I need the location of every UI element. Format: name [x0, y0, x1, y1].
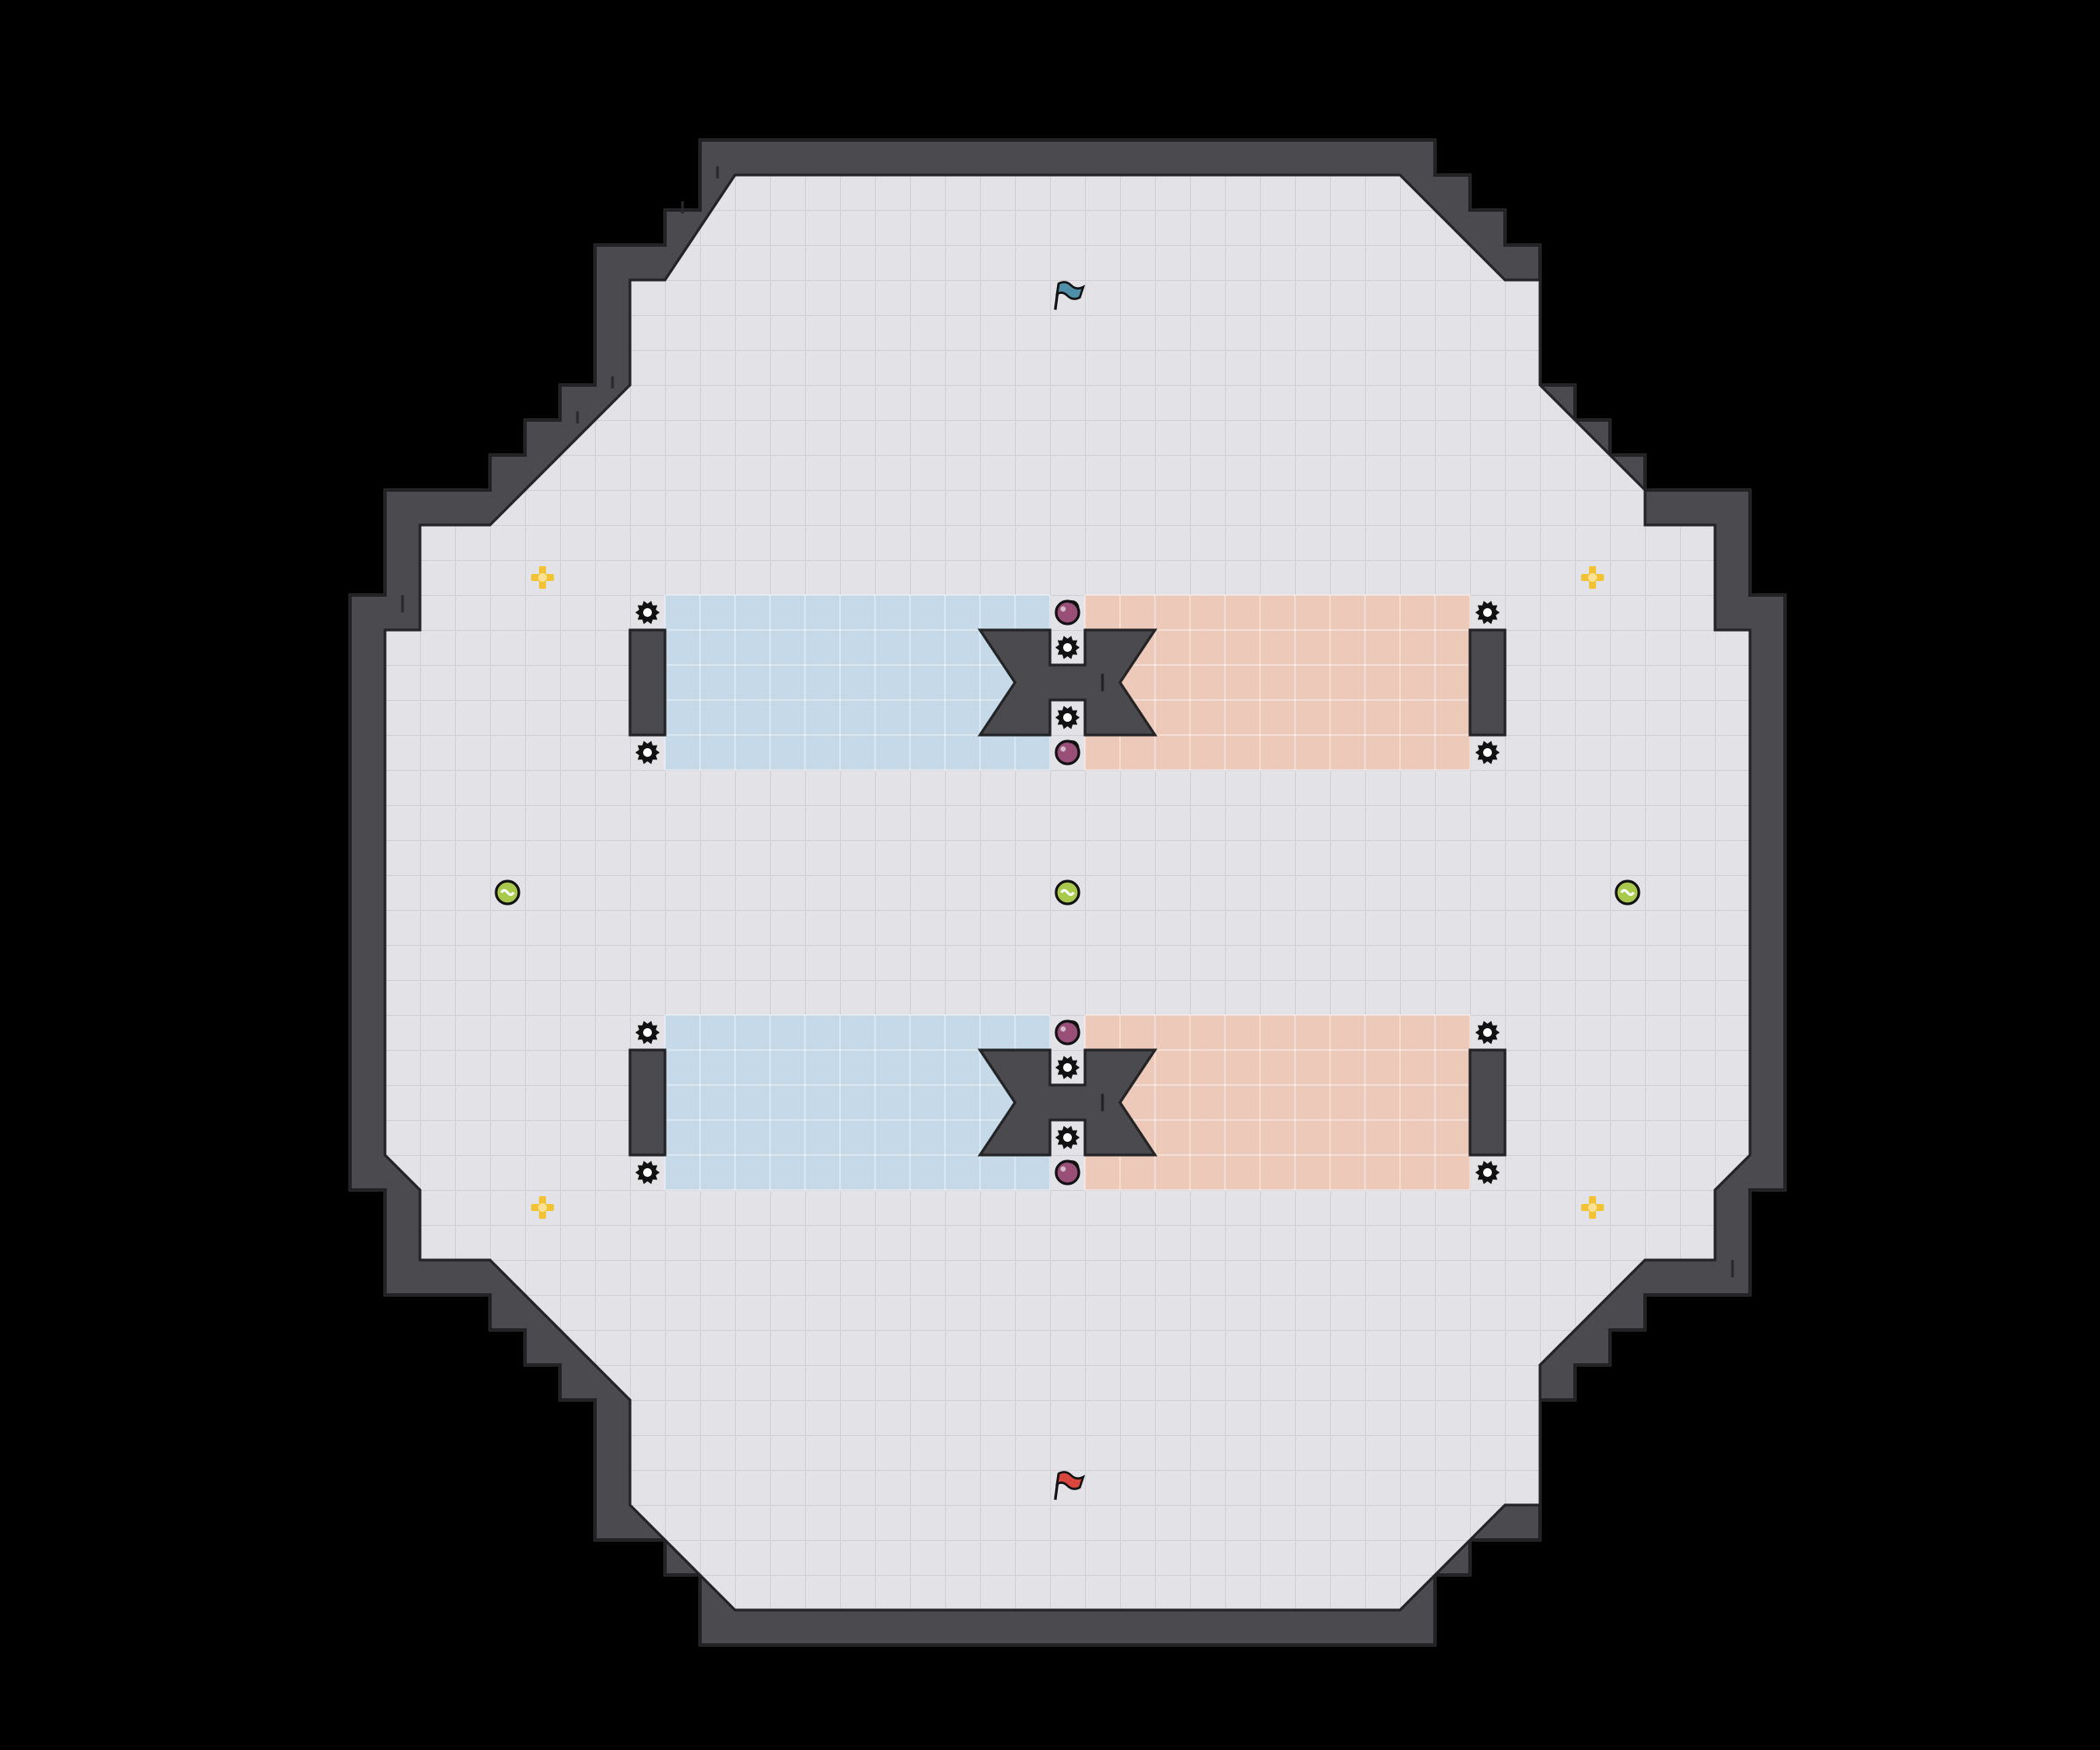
plus-cross-icon [531, 1196, 554, 1219]
blue-zone [664, 1014, 1051, 1191]
wall-block-icon [628, 628, 667, 737]
gear-icon [1055, 705, 1080, 730]
structures [628, 628, 1507, 1157]
gear-icon [635, 1160, 660, 1185]
gear-icon [1475, 1020, 1500, 1045]
red-flag-icon [1054, 1471, 1086, 1501]
gear-icon [1475, 1160, 1500, 1185]
purple-orb-icon [1054, 1019, 1081, 1046]
gear-icon [1055, 635, 1080, 660]
plus-cross-icon [1581, 566, 1604, 589]
green-orb-icon [494, 879, 521, 906]
green-orb-icon [1054, 879, 1081, 906]
gear-icon [635, 600, 660, 625]
plus-cross-icon [531, 566, 554, 589]
team-zones [664, 594, 1471, 1191]
map-markers [494, 281, 1641, 1501]
blue-flag-icon [1054, 281, 1086, 311]
gear-icon [1055, 1055, 1080, 1080]
gear-icon [635, 1020, 660, 1045]
wall-block-icon [1468, 628, 1507, 737]
purple-orb-icon [1054, 1159, 1081, 1186]
gear-icon [635, 740, 660, 765]
red-zone [1084, 1014, 1471, 1191]
gear-icon [1475, 740, 1500, 765]
wall-block-icon [1468, 1048, 1507, 1157]
gear-icon [1475, 600, 1500, 625]
wall-details [401, 166, 1734, 1278]
blue-zone [664, 594, 1051, 771]
plus-cross-icon [1581, 1196, 1604, 1219]
wall-block-icon [628, 1048, 667, 1157]
red-zone [1084, 594, 1471, 771]
purple-orb-icon [1054, 739, 1081, 766]
gear-icon [1055, 1125, 1080, 1150]
bowtie-gate-icon [977, 1048, 1158, 1157]
bowtie-gate-icon [977, 628, 1158, 737]
purple-orb-icon [1054, 599, 1081, 626]
green-orb-icon [1614, 879, 1641, 906]
